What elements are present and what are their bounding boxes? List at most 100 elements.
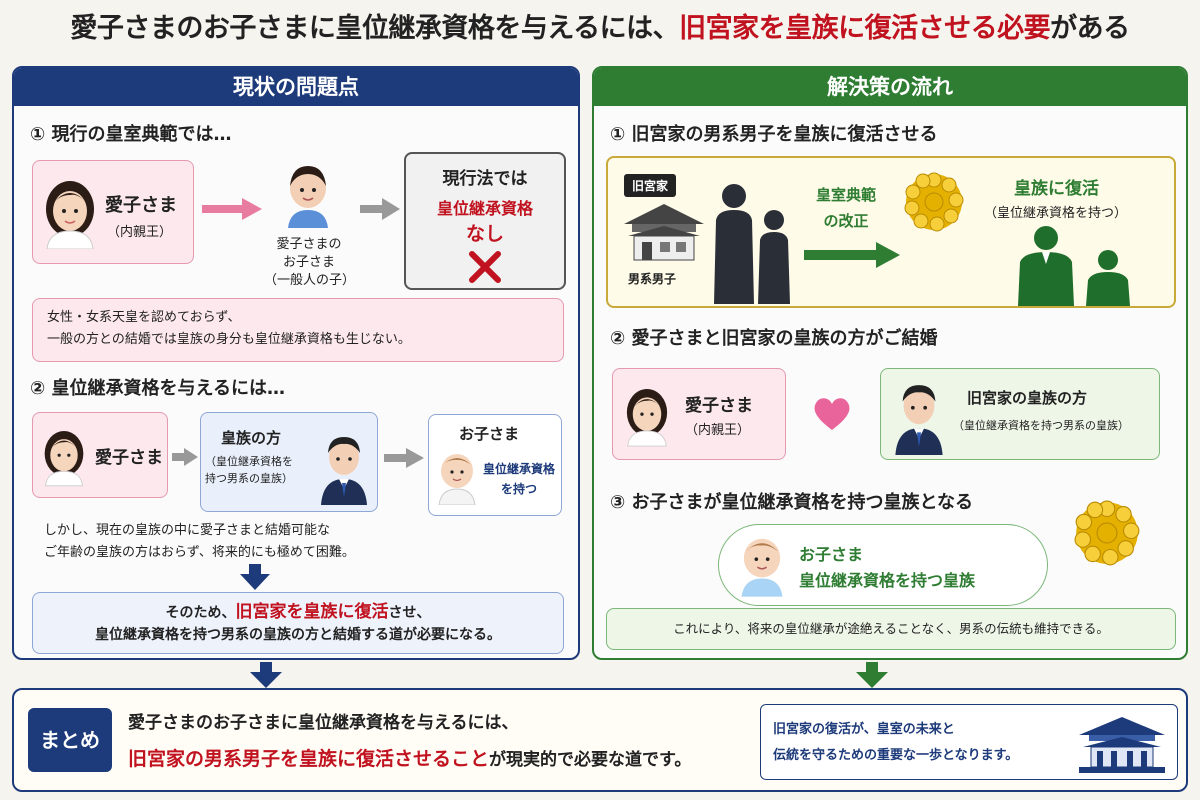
right-step1-heading: ① 旧宮家の男系男子を皇族に復活させる bbox=[610, 124, 938, 145]
woman-avatar-icon bbox=[46, 181, 94, 249]
title-part2: 旧宮家を皇族に復活させる必要 bbox=[679, 13, 1051, 44]
pink-arrow-icon bbox=[202, 198, 262, 220]
grey-arrow-icon bbox=[172, 448, 198, 466]
left-step1-heading: ① 現行の皇室典範では… bbox=[30, 124, 232, 145]
grey-arrow-icon bbox=[384, 448, 424, 468]
house-caption: 男系男子 bbox=[628, 272, 677, 286]
aiko-box: 愛子さま （内親王） bbox=[32, 160, 194, 264]
summary-side-line2: 伝統を守るための重要な一歩となります。 bbox=[773, 748, 1019, 763]
summary-label: まとめ bbox=[28, 708, 112, 772]
left-panel-problems: 現状の問題点 ① 現行の皇室典範では… 愛子さま （内親王） 愛子さまの お子さ… bbox=[12, 66, 580, 660]
royal-sub: （皇位継承資格を 持つ男系の皇族） bbox=[205, 453, 293, 487]
man-avatar-icon bbox=[321, 437, 367, 505]
aiko2-box: 愛子さま bbox=[32, 412, 168, 498]
restore-title: 皇族に復活 bbox=[1014, 179, 1099, 199]
kid-royal-box: お子さま 皇位継承資格を持つ皇族 bbox=[718, 524, 1048, 606]
men-silhouette-icon bbox=[714, 184, 790, 304]
concl-line1: そのため、旧宮家を皇族に復活させ、 bbox=[33, 601, 563, 624]
royal-title: 皇族の方 bbox=[221, 429, 282, 447]
right-note: これにより、将来の皇位継承が途絶えることなく、男系の伝統も維持できる。 bbox=[673, 621, 1109, 636]
kid-royal-title: お子さま bbox=[799, 545, 864, 564]
title-part3: がある bbox=[1050, 13, 1130, 44]
chrysanthemum-crest-icon bbox=[904, 172, 964, 232]
child-line3: （一般人の子） bbox=[264, 273, 356, 288]
child-caption: 愛子さまの お子さま （一般人の子） bbox=[264, 236, 356, 290]
law-line1: 現行法では bbox=[442, 169, 528, 189]
royal-person-box: 皇族の方 （皇位継承資格を 持つ男系の皇族） bbox=[200, 412, 378, 512]
left-panel-header: 現状の問題点 bbox=[14, 68, 578, 106]
reform-label: 皇室典範 の改正 bbox=[796, 182, 896, 234]
down-arrow-icon bbox=[856, 662, 888, 688]
aiko-sub: （内親王） bbox=[107, 225, 173, 240]
page-title: 愛子さまのお子さまに皇位継承資格を与えるには、旧宮家を皇族に復活させる必要がある bbox=[0, 0, 1200, 58]
palace-icon bbox=[1079, 717, 1165, 773]
aiko-right-name: 愛子さま bbox=[685, 396, 753, 416]
down-arrow-icon bbox=[250, 662, 282, 688]
chrysanthemum-crest-icon bbox=[1074, 500, 1140, 566]
house-tag: 旧宮家 bbox=[624, 174, 677, 197]
man-avatar-icon bbox=[895, 385, 943, 455]
aiko-right-box: 愛子さま （内親王） bbox=[612, 368, 786, 460]
royal-sub-line1: （皇位継承資格を bbox=[205, 455, 293, 468]
aiko-name: 愛子さま bbox=[105, 195, 177, 216]
summary-side-line1: 旧宮家の復活が、皇室の未来と bbox=[773, 722, 955, 737]
summary-line2: 旧宮家の男系男子を皇族に復活させることが現実的で必要な道です。 bbox=[128, 744, 691, 771]
kid-box: お子さま 皇位継承資格 を持つ bbox=[428, 414, 562, 516]
summary-side-box: 旧宮家の復活が、皇室の未来と 伝統を守るための重要な一歩となります。 bbox=[760, 704, 1178, 780]
concl-line2: 皇位継承資格を持つ男系の皇族の方と結婚する道が必要になる。 bbox=[95, 627, 501, 643]
aiko-right-sub: （内親王） bbox=[685, 423, 751, 438]
green-arrow-icon bbox=[804, 242, 900, 268]
woman-avatar-icon bbox=[626, 389, 668, 447]
right-panel-header: 解決策の流れ bbox=[594, 68, 1186, 106]
reform-line2: の改正 bbox=[823, 212, 869, 230]
kid-title: お子さま bbox=[459, 425, 520, 443]
note2-line2: ご年齢の皇族の方はおらず、将来的にも極めて困難。 bbox=[44, 545, 355, 560]
right-step2-heading: ② 愛子さまと旧宮家の皇族の方がご結婚 bbox=[610, 328, 938, 349]
summary-side-text: 旧宮家の復活が、皇室の未来と 伝統を守るための重要な一歩となります。 bbox=[773, 717, 1018, 769]
summary-line2-red: 旧宮家の男系男子を皇族に復活させること bbox=[128, 748, 490, 770]
right-note-box: これにより、将来の皇位継承が途絶えることなく、男系の伝統も維持できる。 bbox=[606, 608, 1176, 650]
house-icon bbox=[624, 204, 704, 261]
groom-title: 旧宮家の皇族の方 bbox=[967, 389, 1088, 407]
woman-avatar-icon bbox=[44, 431, 84, 487]
restoration-box: 旧宮家 男系男子 皇室典範 の改正 皇 bbox=[606, 156, 1176, 308]
concl-c: させ、 bbox=[388, 605, 431, 621]
baby-avatar-icon bbox=[438, 454, 476, 505]
royal-sub-line2: 持つ男系の皇族） bbox=[205, 472, 293, 485]
left-step2-heading: ② 皇位継承資格を与えるには… bbox=[30, 378, 285, 399]
down-arrow-icon bbox=[240, 564, 270, 590]
child-line1: 愛子さまの bbox=[276, 237, 342, 252]
right-step3-heading: ③ お子さまが皇位継承資格を持つ皇族となる bbox=[610, 492, 973, 513]
summary-line2-rest: が現実的で必要な道です。 bbox=[489, 750, 692, 770]
summary-box: まとめ 愛子さまのお子さまに皇位継承資格を与えるには、 旧宮家の男系男子を皇族に… bbox=[12, 688, 1188, 792]
boy-avatar-icon bbox=[288, 166, 328, 228]
law-line2: 皇位継承資格 bbox=[436, 199, 533, 218]
left-conclusion-box: そのため、旧宮家を皇族に復活させ、 皇位継承資格を持つ男系の皇族の方と結婚する道… bbox=[32, 592, 564, 654]
current-law-box: 現行法では 皇位継承資格 なし bbox=[404, 152, 566, 290]
concl-b: 旧宮家を皇族に復活 bbox=[235, 602, 389, 622]
baby-avatar-icon bbox=[741, 538, 783, 597]
concl-a: そのため、 bbox=[165, 605, 236, 621]
title-part1: 愛子さまのお子さまに皇位継承資格を与えるには、 bbox=[70, 13, 680, 44]
aiko2-name: 愛子さま bbox=[95, 448, 163, 468]
note1-line1: 女性・女系天皇を認めておらず、 bbox=[47, 310, 241, 325]
note1-line2: 一般の方との結婚では皇族の身分も皇位継承資格も生じない。 bbox=[47, 332, 411, 347]
kid-line2: を持つ bbox=[500, 482, 537, 496]
law-line3: なし bbox=[465, 223, 504, 245]
note2: しかし、現在の皇族の中に愛子さまと結婚可能な ご年齢の皇族の方はおらず、将来的に… bbox=[44, 520, 355, 564]
cross-icon bbox=[469, 251, 501, 283]
reform-line1: 皇室典範 bbox=[815, 186, 876, 204]
restore-sub: （皇位継承資格を持つ） bbox=[984, 206, 1128, 221]
heart-icon bbox=[814, 398, 850, 430]
right-panel-solution: 解決策の流れ ① 旧宮家の男系男子を皇族に復活させる 旧宮家 男系男子 皇室典範… bbox=[592, 66, 1188, 660]
note1-box: 女性・女系天皇を認めておらず、 一般の方との結婚では皇族の身分も皇位継承資格も生… bbox=[32, 298, 564, 362]
groom-sub: （皇位継承資格を持つ男系の皇族） bbox=[953, 419, 1129, 432]
note2-line1: しかし、現在の皇族の中に愛子さまと結婚可能な bbox=[44, 523, 331, 538]
child-line2: お子さま bbox=[282, 255, 335, 270]
kid-line1: 皇位継承資格 bbox=[482, 462, 555, 476]
groom-box: 旧宮家の皇族の方 （皇位継承資格を持つ男系の皇族） bbox=[880, 368, 1160, 460]
kid-royal-sub: 皇位継承資格を持つ皇族 bbox=[799, 571, 976, 590]
grey-arrow-icon bbox=[360, 198, 400, 220]
summary-line1: 愛子さまのお子さまに皇位継承資格を与えるには、 bbox=[128, 713, 519, 733]
royal-silhouette-icon bbox=[1018, 226, 1130, 306]
